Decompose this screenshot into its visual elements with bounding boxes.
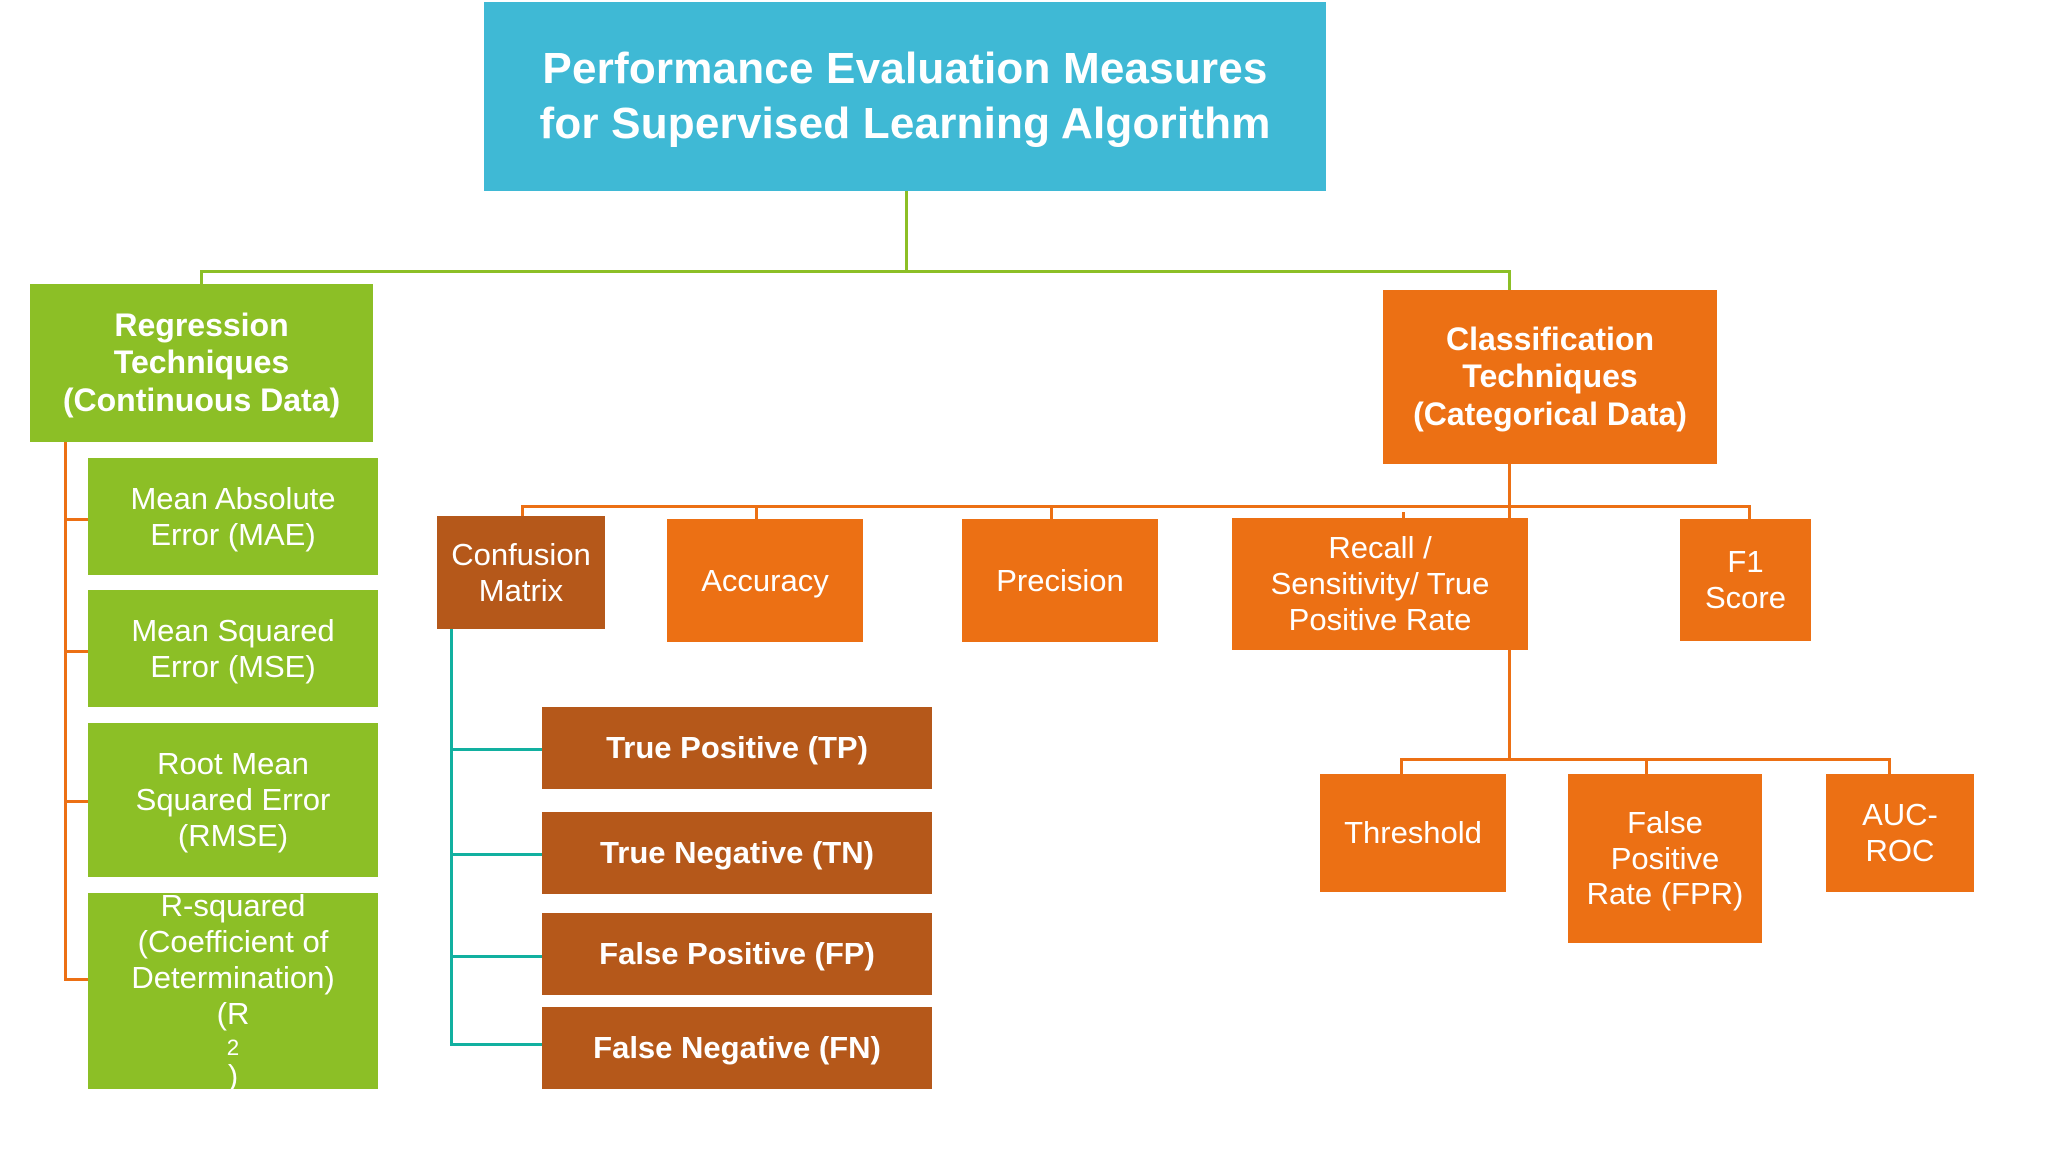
mse-line1: Mean Squared <box>131 612 335 648</box>
mae-line2: Error (MAE) <box>150 516 316 552</box>
mae-line1: Mean Absolute <box>130 480 336 516</box>
connector-regression-branch-3 <box>64 800 88 803</box>
fp-label: False Positive (FP) <box>599 936 875 972</box>
connector-extra-drop-aucroc <box>1888 758 1891 774</box>
connector-confusion-branch-4 <box>450 1043 542 1046</box>
branch-regression[interactable]: Regression Techniques (Continuous Data) <box>30 284 373 442</box>
tn-label: True Negative (TN) <box>600 835 874 871</box>
fn-label: False Negative (FN) <box>593 1030 881 1066</box>
f1-line2: Score <box>1705 580 1786 615</box>
connector-metric-drop-precision <box>1050 505 1053 519</box>
precision-label: Precision <box>996 562 1124 598</box>
aucroc-line2: ROC <box>1865 833 1935 868</box>
regression-item-rmse[interactable]: Root Mean Squared Error (RMSE) <box>88 723 378 877</box>
connector-regression-branch-1 <box>64 518 88 521</box>
connector-metric-drop-accuracy <box>755 505 758 519</box>
connector-classification-drop <box>1508 270 1511 290</box>
f1-line1: F1 <box>1727 544 1764 580</box>
regression-heading-line3: (Continuous Data) <box>62 381 341 418</box>
confusion-item-false-positive[interactable]: False Positive (FP) <box>542 913 932 995</box>
confusion-item-true-positive[interactable]: True Positive (TP) <box>542 707 932 789</box>
recall-line3: Positive Rate <box>1288 601 1472 637</box>
branch-classification[interactable]: Classification Techniques (Categorical D… <box>1383 290 1717 464</box>
connector-metrics-rail <box>521 505 1751 508</box>
connector-regression-branch-2 <box>64 650 88 653</box>
tp-label: True Positive (TP) <box>606 730 868 766</box>
confusion-line2: Matrix <box>478 572 564 608</box>
root-title-line2: for Supervised Learning Algorithm <box>539 98 1271 148</box>
connector-metric-drop-confusion <box>521 505 524 519</box>
connector-regression-branch-4 <box>64 978 88 981</box>
classification-heading-line3: (Categorical Data) <box>1413 395 1687 432</box>
classification-item-confusion-matrix[interactable]: Confusion Matrix <box>437 516 605 629</box>
rmse-line3: (RMSE) <box>177 817 289 853</box>
regression-item-mse[interactable]: Mean Squared Error (MSE) <box>88 590 378 707</box>
connector-extra-drop-fpr <box>1645 758 1648 774</box>
root-title-line1: Performance Evaluation Measures <box>542 43 1268 93</box>
classification-item-accuracy[interactable]: Accuracy <box>667 519 863 642</box>
classification-item-recall[interactable]: Recall / Sensitivity/ True Positive Rate <box>1232 518 1528 650</box>
aucroc-line1: AUC- <box>1862 797 1938 833</box>
connector-root-rail <box>200 270 1510 273</box>
regression-heading-line1: Regression <box>114 306 289 343</box>
confusion-item-true-negative[interactable]: True Negative (TN) <box>542 812 932 894</box>
fpr-line1: False <box>1627 804 1703 840</box>
regression-item-mae[interactable]: Mean Absolute Error (MAE) <box>88 458 378 575</box>
connector-confusion-spine <box>450 628 453 1043</box>
connector-regression-drop <box>200 270 203 285</box>
fpr-line3: Rate (FPR) <box>1586 876 1744 912</box>
regression-heading-line2: Techniques <box>113 344 290 381</box>
classification-item-precision[interactable]: Precision <box>962 519 1158 642</box>
classification-item-f1-score[interactable]: F1 Score <box>1680 519 1811 641</box>
connector-root-stem <box>905 190 908 272</box>
connector-extra-drop-threshold <box>1400 758 1403 774</box>
regression-item-r-squared[interactable]: R-squared (Coefficient of Determination)… <box>88 888 378 1093</box>
accuracy-label: Accuracy <box>701 562 829 598</box>
classification-item-auc-roc[interactable]: AUC- ROC <box>1826 774 1974 892</box>
connector-confusion-branch-3 <box>450 955 542 958</box>
connector-regression-spine <box>64 440 67 980</box>
connector-metric-drop-f1 <box>1748 505 1751 519</box>
connector-confusion-branch-2 <box>450 853 542 856</box>
classification-heading-line2: Techniques <box>1462 358 1638 395</box>
classification-item-fpr[interactable]: False Positive Rate (FPR) <box>1568 774 1762 943</box>
confusion-item-false-negative[interactable]: False Negative (FN) <box>542 1007 932 1089</box>
classification-item-threshold[interactable]: Threshold <box>1320 774 1506 892</box>
rsq-line2: (Coefficient of <box>137 924 329 960</box>
rsq-line1: R-squared <box>160 888 306 924</box>
mse-line2: Error (MSE) <box>150 648 316 684</box>
rmse-line2: Squared Error <box>135 782 331 818</box>
rmse-line1: Root Mean <box>157 746 309 782</box>
rsq-line3: Determination) <box>131 960 335 996</box>
connector-confusion-branch-1 <box>450 748 542 751</box>
threshold-label: Threshold <box>1344 815 1482 851</box>
fpr-line2: Positive <box>1610 840 1720 876</box>
recall-line2: Sensitivity/ True <box>1270 566 1490 602</box>
classification-heading-line1: Classification <box>1445 320 1655 357</box>
recall-line1: Recall / <box>1328 530 1432 566</box>
root-node-title[interactable]: Performance Evaluation Measures for Supe… <box>484 2 1326 191</box>
confusion-line1: Confusion <box>451 536 591 572</box>
